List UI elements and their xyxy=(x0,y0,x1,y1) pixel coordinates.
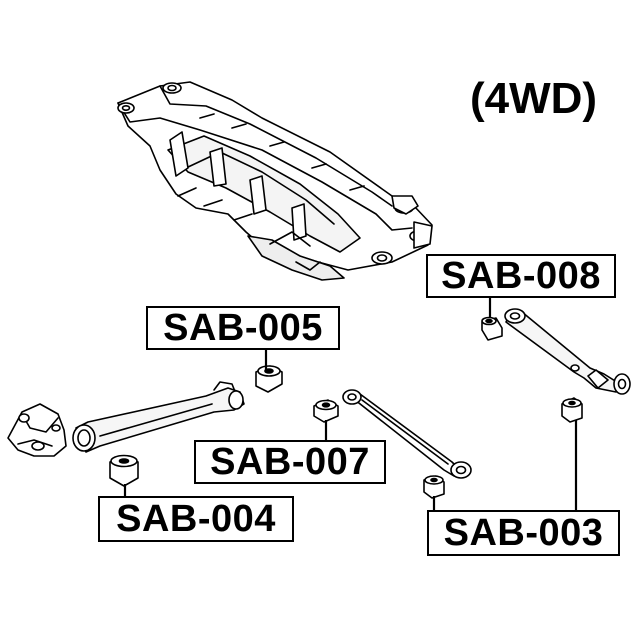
label-sab-007: SAB-007 xyxy=(194,440,386,484)
label-sab-004: SAB-004 xyxy=(98,496,294,542)
label-sab-003: SAB-003 xyxy=(427,510,620,556)
upper-link xyxy=(504,308,631,395)
bushing-sab-003-upper xyxy=(561,397,583,423)
bushing-sab-007 xyxy=(313,399,339,423)
bushing-sab-003-lower xyxy=(423,475,445,499)
trailing-arm xyxy=(72,381,245,453)
label-sab-005: SAB-005 xyxy=(146,306,340,350)
drive-type-title: (4WD) xyxy=(470,74,598,123)
lateral-link xyxy=(342,389,472,479)
bushing-sab-005 xyxy=(255,365,283,393)
hub-bracket xyxy=(7,403,67,457)
label-sab-008: SAB-008 xyxy=(426,254,616,298)
bushing-sab-004 xyxy=(109,454,139,487)
bushing-sab-008 xyxy=(481,316,503,341)
rear-subframe xyxy=(117,81,433,281)
